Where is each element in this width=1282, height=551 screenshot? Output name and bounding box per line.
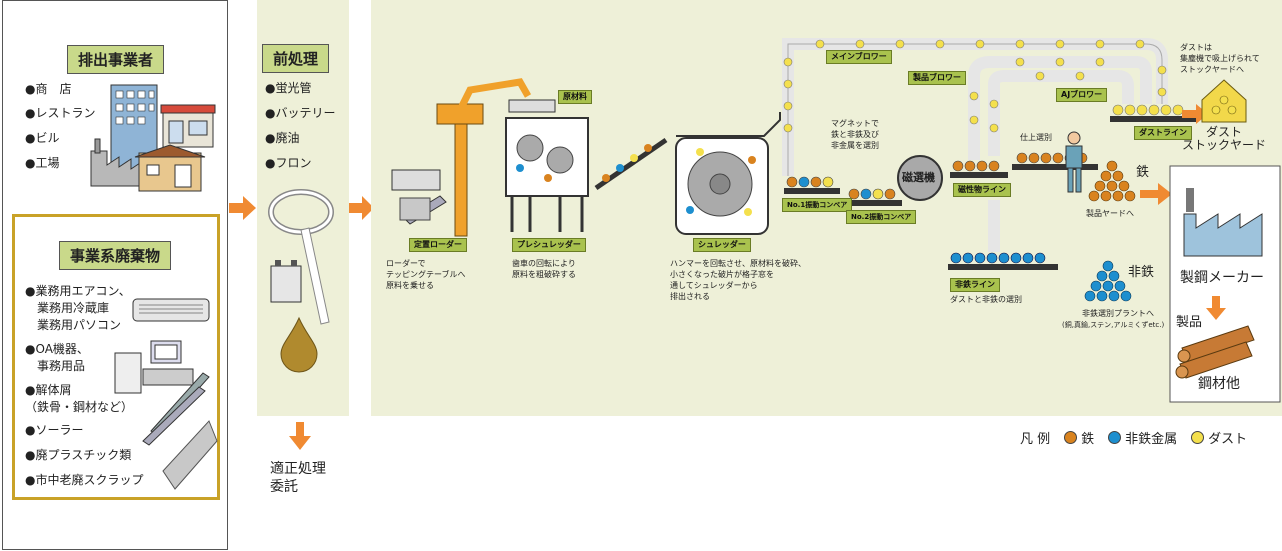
pretreatment-panel: 前処理 ●蛍光管 ●バッテリー ●廃油 ●フロン (257, 0, 349, 416)
steel-etc-label: 鋼材他 (1198, 376, 1240, 392)
dust-yard-label: ダスト ストックヤード (1182, 125, 1267, 152)
iron-label: 鉄 (1136, 165, 1150, 180)
product-blower-label: 製品ブロワー (908, 71, 966, 85)
outsource-label: 適正処理 委託 (270, 461, 326, 495)
raw-material-label: 原材料 (558, 90, 592, 104)
arrow-right-icon (349, 196, 374, 220)
pretreatment-title: 前処理 (262, 44, 330, 73)
waste-item: ●解体屑 （鉄骨・鋼材など） (25, 383, 134, 414)
shredder-machine (675, 112, 781, 235)
dust-stockyard-icon (1201, 79, 1247, 123)
arrow-right-icon (229, 196, 256, 220)
business-waste-box (12, 214, 220, 500)
product-yard-label: 製品ヤードへ (1086, 209, 1134, 218)
shredder-desc: ハンマーを回転させ、原材料を破砕、 小さくなった破片が格子窓を 通してシュレッダ… (670, 259, 806, 301)
magnet-drum (897, 155, 943, 201)
waste-item: ●OA機器、 事務用品 (25, 342, 89, 373)
magnet-note: マグネットで 鉄と非鉄及び 非金属を選別 (831, 119, 879, 150)
emitter-item: ●レストラン (25, 106, 96, 120)
product-label: 製品 (1176, 315, 1203, 330)
waste-item: ●廃プラスチック類 (25, 448, 132, 462)
waste-illustration (114, 298, 218, 490)
nonferrous-label: 非鉄 (1128, 265, 1155, 280)
shredder-label: シュレッダー (693, 238, 751, 252)
nonferrous-dot-icon (1108, 431, 1122, 444)
arrow-down-icon (1206, 296, 1226, 320)
pretreatment-item: ●フロン (265, 156, 312, 170)
aj-blower-label: AJブロワー (1056, 88, 1108, 102)
nonferrous-pile (1084, 260, 1132, 302)
waste-item: ●市中老廃スクラップ (25, 473, 144, 487)
emitter-item: ●ビル (25, 131, 60, 145)
loader-label: 定置ローダー (409, 238, 467, 252)
dust-dot-icon (1191, 431, 1205, 444)
iron-dot-icon (1064, 431, 1078, 444)
loader-desc: ローダーで テッピングテーブルへ 原料を乗せる (386, 259, 466, 290)
nonferrous-line-label: 非鉄ライン (950, 278, 1000, 292)
dust-line-label: ダストライン (1134, 126, 1192, 140)
legend: 凡 例 鉄 非鉄金属 ダスト (1020, 428, 1247, 447)
emitter-item: ●工場 (25, 156, 60, 170)
nonferrous-detail: (銅,真鍮,ステン,アルミくずetc.) (1062, 321, 1165, 329)
business-waste-title: 事業系廃棄物 (59, 241, 172, 270)
emitter-item: ●商 店 (25, 82, 72, 96)
pretreatment-item: ●廃油 (265, 131, 300, 145)
nonferrous-plant-label: 非鉄選別プラントへ (1082, 309, 1154, 318)
steel-maker-label: 製鋼メーカー (1180, 270, 1264, 286)
waste-item: ●ソーラー (25, 423, 84, 437)
finishing-label: 仕上選別 (1020, 133, 1052, 142)
preshredder-machine (505, 99, 589, 232)
preshredder-label: プレシュレッダー (512, 238, 586, 252)
arrow-right-icon (1140, 183, 1172, 205)
nonferrous-sort-note: ダストと非鉄の選別 (950, 295, 1022, 304)
conveyor1-label: No.1振動コンベア (782, 198, 853, 212)
loader-machine (391, 78, 532, 237)
legend-nonferrous-label: 非鉄金属 (1125, 432, 1178, 447)
arrow-down-icon (289, 422, 311, 450)
pretreatment-item: ●蛍光管 (265, 81, 312, 95)
waste-item: ●業務用エアコン、 業務用冷蔵庫 業務用パソコン (25, 284, 131, 332)
legend-title: 凡 例 (1020, 432, 1051, 447)
factory-icon (1183, 188, 1263, 257)
worker-figure (1065, 131, 1083, 193)
main-blower-label: メインブロワー (826, 50, 892, 64)
iron-pile (1088, 160, 1136, 202)
legend-dust-label: ダスト (1208, 432, 1248, 447)
buildings-illustration (90, 84, 216, 192)
pretreatment-item: ●バッテリー (265, 106, 336, 120)
dust-note: ダストは 集塵機で吸上げられて ストックヤードへ (1180, 43, 1260, 74)
magnet-label: 磁選機 (902, 171, 935, 184)
pretreatment-illustration (268, 189, 334, 373)
left-panel: 排出事業者 ●商 店 ●レストラン ●ビル ●工場 事業系廃棄物 ●業務用エアコ… (2, 0, 228, 550)
magnetic-line-label: 磁性物ライン (953, 183, 1011, 197)
legend-nonferrous: 非鉄金属 (1108, 428, 1177, 447)
legend-iron-label: 鉄 (1081, 432, 1095, 447)
emitters-title: 排出事業者 (67, 45, 165, 74)
steel-products-icon (1175, 325, 1255, 379)
preshredder-desc: 歯車の回転により 原料を粗破砕する (512, 259, 576, 279)
legend-dust: ダスト (1191, 428, 1247, 447)
legend-iron: 鉄 (1064, 428, 1094, 447)
conveyor2-label: No.2振動コンベア (846, 210, 917, 224)
